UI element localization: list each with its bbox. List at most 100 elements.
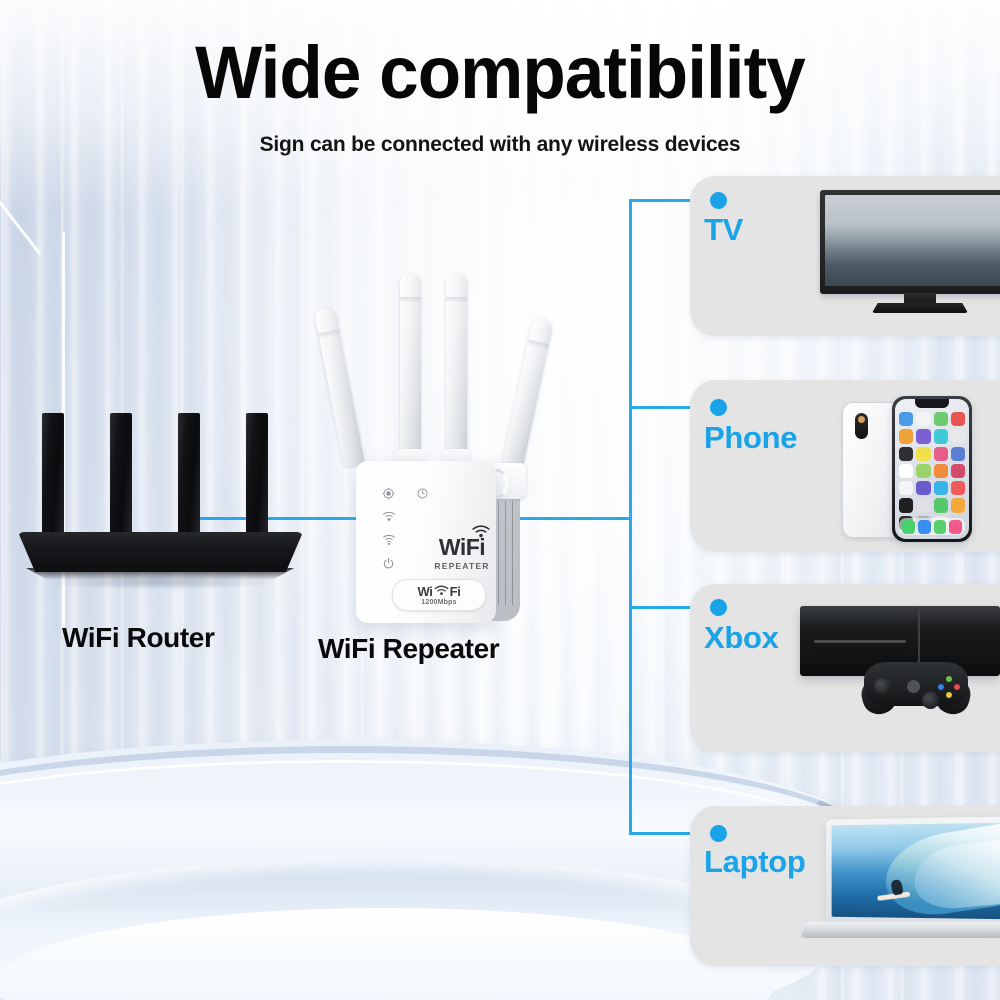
device-card-phone[interactable]: Phone bbox=[690, 380, 1000, 552]
router-shadow bbox=[40, 574, 280, 590]
repeater-badge-wifi: Wi Fi bbox=[417, 585, 460, 598]
controller-face-button bbox=[946, 692, 952, 698]
router-antenna bbox=[110, 413, 132, 538]
phone-app-icon bbox=[950, 429, 965, 444]
phone-app-icon bbox=[899, 463, 914, 478]
phone-app-icon bbox=[933, 481, 948, 496]
xbox-console-top bbox=[800, 606, 1000, 622]
phone-notch bbox=[915, 399, 949, 408]
wifi-router-illustration bbox=[18, 408, 303, 598]
smartphone-icon bbox=[842, 392, 1000, 542]
wifi-repeater-illustration: WiFi REPEATER Wi Fi 1200Mbps bbox=[313, 205, 554, 623]
repeater-antenna-center-left bbox=[400, 273, 421, 465]
laptop-base bbox=[800, 922, 1000, 938]
phone-camera bbox=[855, 413, 868, 439]
xbox-controller bbox=[858, 652, 974, 718]
device-card-label-laptop: Laptop bbox=[704, 844, 806, 879]
device-card-laptop[interactable]: Laptop bbox=[690, 806, 1000, 966]
controller-face-buttons bbox=[938, 676, 960, 698]
phone-app-icon bbox=[950, 498, 965, 513]
page-title: Wide compatibility bbox=[195, 31, 806, 114]
repeater-speed-badge: Wi Fi 1200Mbps bbox=[392, 579, 486, 611]
device-card-label-tv: TV bbox=[704, 212, 744, 247]
repeater-antenna-center-right bbox=[446, 273, 467, 465]
phone-app-icon bbox=[899, 412, 914, 427]
device-card-tv[interactable]: TV bbox=[690, 176, 1000, 336]
connection-line-router-to-repeater bbox=[196, 517, 356, 520]
connection-branch-laptop bbox=[629, 832, 691, 835]
connector-dot-phone bbox=[710, 399, 727, 416]
phone-app-icon bbox=[916, 412, 931, 427]
xbox-console-seam bbox=[918, 606, 920, 676]
phone-app-icon bbox=[916, 446, 931, 461]
phone-app-icon bbox=[916, 429, 931, 444]
controller-face-button bbox=[946, 676, 952, 682]
router-antenna bbox=[42, 413, 64, 538]
connector-dot-laptop bbox=[710, 825, 727, 842]
signal-strength-icon bbox=[382, 511, 396, 523]
connection-line-repeater-to-trunk bbox=[487, 517, 632, 520]
xbox-disc-slot bbox=[814, 648, 906, 655]
device-card-xbox[interactable]: Xbox bbox=[690, 584, 1000, 752]
repeater-badge-prefix: Wi bbox=[417, 583, 433, 599]
phone-app-icon bbox=[933, 446, 948, 461]
wifi-small-icon bbox=[434, 585, 449, 598]
connector-dot-tv bbox=[710, 192, 727, 209]
page-subtitle: Sign can be connected with any wireless … bbox=[259, 133, 741, 156]
lan-icon bbox=[416, 487, 429, 500]
connection-branch-tv bbox=[629, 199, 691, 202]
repeater-led-panel bbox=[382, 487, 442, 575]
wps-icon bbox=[382, 487, 395, 500]
router-base-lip bbox=[26, 568, 294, 580]
phone-app-icon bbox=[933, 463, 948, 478]
phone-app-icon bbox=[933, 429, 948, 444]
laptop-screen bbox=[831, 822, 1000, 920]
phone-front-view bbox=[892, 396, 972, 542]
phone-app-icon bbox=[950, 481, 965, 496]
connection-trunk-line bbox=[629, 199, 632, 835]
phone-app-icon bbox=[899, 446, 914, 461]
phone-screen bbox=[895, 399, 969, 539]
tv-stand-base bbox=[872, 303, 968, 313]
phone-dock-icon bbox=[933, 519, 947, 534]
phone-app-icon bbox=[899, 481, 914, 496]
connection-branch-xbox bbox=[629, 606, 691, 609]
controller-body bbox=[864, 662, 968, 709]
repeater-badge-suffix: Fi bbox=[449, 583, 461, 599]
repeater-badge-speed: 1200Mbps bbox=[421, 598, 457, 606]
phone-dock-icon bbox=[949, 519, 962, 534]
phone-app-icon bbox=[916, 463, 931, 478]
connector-dot-xbox bbox=[710, 599, 727, 616]
router-body bbox=[18, 532, 303, 572]
phone-app-icon bbox=[933, 498, 948, 513]
phone-app-icon bbox=[899, 429, 914, 444]
phone-app-icon bbox=[933, 412, 948, 427]
tv-screen bbox=[825, 195, 1000, 286]
game-console-icon bbox=[800, 606, 1000, 736]
device-card-label-phone: Phone bbox=[704, 420, 798, 455]
phone-app-icon bbox=[899, 498, 914, 513]
phone-app-icon bbox=[916, 481, 931, 496]
repeater-label: WiFi Repeater bbox=[318, 633, 500, 664]
power-icon bbox=[382, 557, 395, 570]
phone-app-icon bbox=[950, 446, 965, 461]
decorative-corner-line bbox=[0, 170, 209, 360]
device-card-label-xbox: Xbox bbox=[704, 620, 779, 655]
xbox-disc-slot-line bbox=[814, 640, 906, 643]
phone-app-icon bbox=[950, 463, 965, 478]
laptop-lid bbox=[826, 816, 1000, 928]
controller-stick-left bbox=[874, 678, 891, 695]
wifi-arc-icon bbox=[471, 525, 491, 543]
connection-branch-phone bbox=[629, 406, 691, 409]
controller-home-button bbox=[907, 680, 920, 693]
controller-face-button bbox=[938, 684, 944, 690]
repeater-brand-main: WiFi bbox=[438, 534, 486, 560]
repeater-brand: WiFi REPEATER bbox=[422, 525, 502, 571]
router-antenna bbox=[246, 413, 268, 538]
repeater-brand-sub: REPEATER bbox=[434, 561, 490, 571]
phone-app-icon bbox=[950, 412, 965, 427]
router-antenna bbox=[178, 413, 200, 538]
phone-app-icon bbox=[916, 498, 931, 513]
phone-app-grid bbox=[899, 412, 965, 530]
